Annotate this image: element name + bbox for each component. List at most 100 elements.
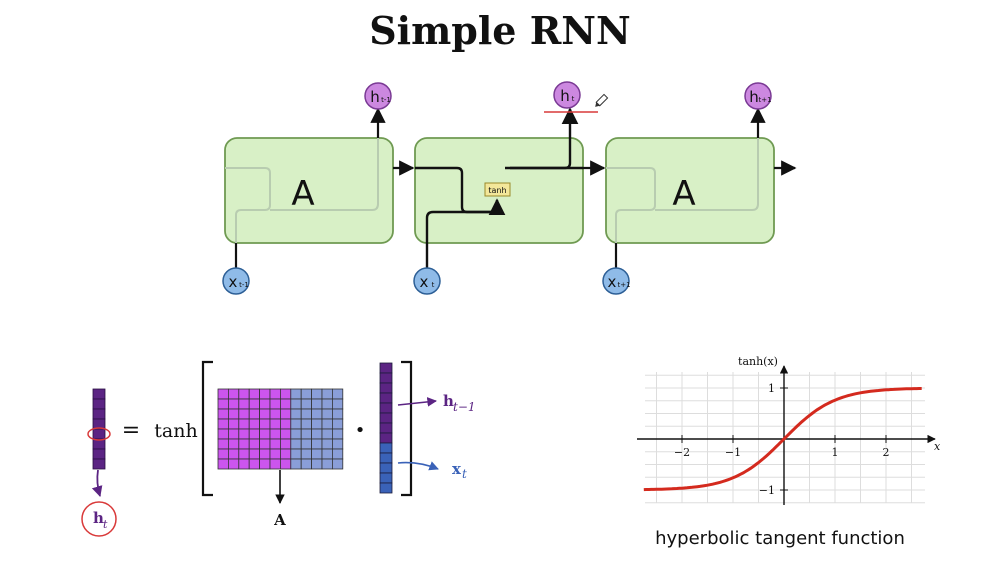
matrix-cell xyxy=(259,408,271,420)
vector-cell xyxy=(379,392,393,404)
pencil-icon xyxy=(595,93,609,107)
matrix-cell xyxy=(259,388,271,400)
input-vector-arrow xyxy=(397,461,439,471)
matrix-cell xyxy=(269,388,281,400)
matrix-cell xyxy=(279,428,292,440)
matrix-cell xyxy=(290,448,302,460)
input-vector-label: x xyxy=(452,460,462,478)
left-bracket xyxy=(201,360,213,497)
matrix-cell xyxy=(321,418,333,430)
vector-cell xyxy=(379,382,393,394)
matrix-cell xyxy=(331,448,344,460)
input-label-prev: x xyxy=(229,273,238,291)
matrix-cell xyxy=(321,458,333,470)
matrix-cell xyxy=(227,428,240,440)
matrix-cell xyxy=(290,438,302,450)
tanh-function-label: tanh xyxy=(154,420,197,442)
plot-caption: hyperbolic tangent function xyxy=(655,528,905,549)
prev-hidden-sub: t−1 xyxy=(453,400,476,414)
rnn-cell-next xyxy=(605,137,775,244)
vector-cell xyxy=(92,448,106,460)
plot-xlabel: x xyxy=(934,440,941,453)
plot-grid xyxy=(645,372,925,504)
matrix-cell xyxy=(321,388,333,400)
matrix-cell xyxy=(331,428,344,440)
vector-cell xyxy=(379,472,393,484)
vector-cell xyxy=(379,402,393,414)
equation: h t = tanh A • h t−1 x t xyxy=(81,360,476,537)
matrix-cell xyxy=(238,448,250,460)
vector-cell xyxy=(92,388,106,400)
matrix-cell xyxy=(331,418,344,430)
vector-cell xyxy=(92,398,106,410)
vector-cell xyxy=(92,428,106,440)
matrix-cell xyxy=(279,408,292,420)
vector-cell xyxy=(379,452,393,464)
matrix-cell xyxy=(290,398,302,410)
matrix-cell xyxy=(290,428,302,440)
matrix-cell xyxy=(217,398,229,410)
x-tick-label: 1 xyxy=(832,446,839,459)
matrix-cell xyxy=(217,458,229,470)
matrix-cell xyxy=(300,458,313,470)
matrix-cell xyxy=(248,448,260,460)
rnn-cell-prev xyxy=(224,137,394,244)
matrix-cell xyxy=(238,418,250,430)
matrix-cell xyxy=(269,398,281,410)
vector-cell xyxy=(379,482,393,494)
vector-cell xyxy=(379,422,393,434)
equals-sign: = xyxy=(122,418,140,443)
matrix-cell xyxy=(300,398,313,410)
vector-cell xyxy=(92,408,106,420)
matrix-cell xyxy=(321,408,333,420)
matrix-cell xyxy=(248,388,260,400)
matrix-cell xyxy=(248,428,260,440)
matrix-cell xyxy=(227,438,240,450)
matrix-cell xyxy=(331,388,344,400)
concat-vector xyxy=(379,362,393,494)
vector-cell xyxy=(379,442,393,454)
x-tick-label: −1 xyxy=(725,446,741,459)
matrix-cell xyxy=(259,438,271,450)
matrix-cell xyxy=(321,438,333,450)
x-tick-label: 2 xyxy=(883,446,890,459)
matrix-cell xyxy=(259,458,271,470)
handwritten-label-circle xyxy=(81,501,117,537)
matrix-cell xyxy=(279,418,292,430)
right-bracket xyxy=(401,360,413,497)
matrix-cell xyxy=(248,438,260,450)
matrix-cell xyxy=(248,398,260,410)
y-tick-label: 1 xyxy=(768,382,775,395)
vector-cell xyxy=(379,372,393,384)
rnn-diagram: A A tanh h t-1 h t xyxy=(222,81,797,295)
matrix-cell xyxy=(248,458,260,470)
output-sub-current: t xyxy=(572,95,575,103)
matrix-cell xyxy=(227,398,240,410)
cell-wiring xyxy=(415,107,583,268)
matrix-cell xyxy=(300,438,313,450)
matrix-cell xyxy=(321,448,333,460)
matrix-cell xyxy=(300,408,313,420)
weight-matrix xyxy=(217,388,344,470)
matrix-cell xyxy=(238,408,250,420)
matrix-cell xyxy=(259,398,271,410)
input-vector-sub: t xyxy=(462,467,467,481)
input-sub-next: t+1 xyxy=(617,281,630,289)
tanh-gate-label: tanh xyxy=(488,186,506,195)
matrix-cell xyxy=(279,398,292,410)
input-sub-current: t xyxy=(432,281,435,289)
input-node-next: x t+1 xyxy=(602,267,631,295)
matrix-cell xyxy=(238,388,250,400)
dot-operator: • xyxy=(355,420,366,441)
matrix-cell xyxy=(311,438,323,450)
handwritten-circle xyxy=(87,427,111,441)
matrix-cell xyxy=(238,428,250,440)
matrix-cell xyxy=(269,438,281,450)
matrix-cell xyxy=(300,388,313,400)
cell-label-prev: A xyxy=(291,174,314,214)
output-sub-prev: t-1 xyxy=(381,96,391,104)
faint-wiring xyxy=(225,138,759,243)
matrix-cell xyxy=(331,458,344,470)
